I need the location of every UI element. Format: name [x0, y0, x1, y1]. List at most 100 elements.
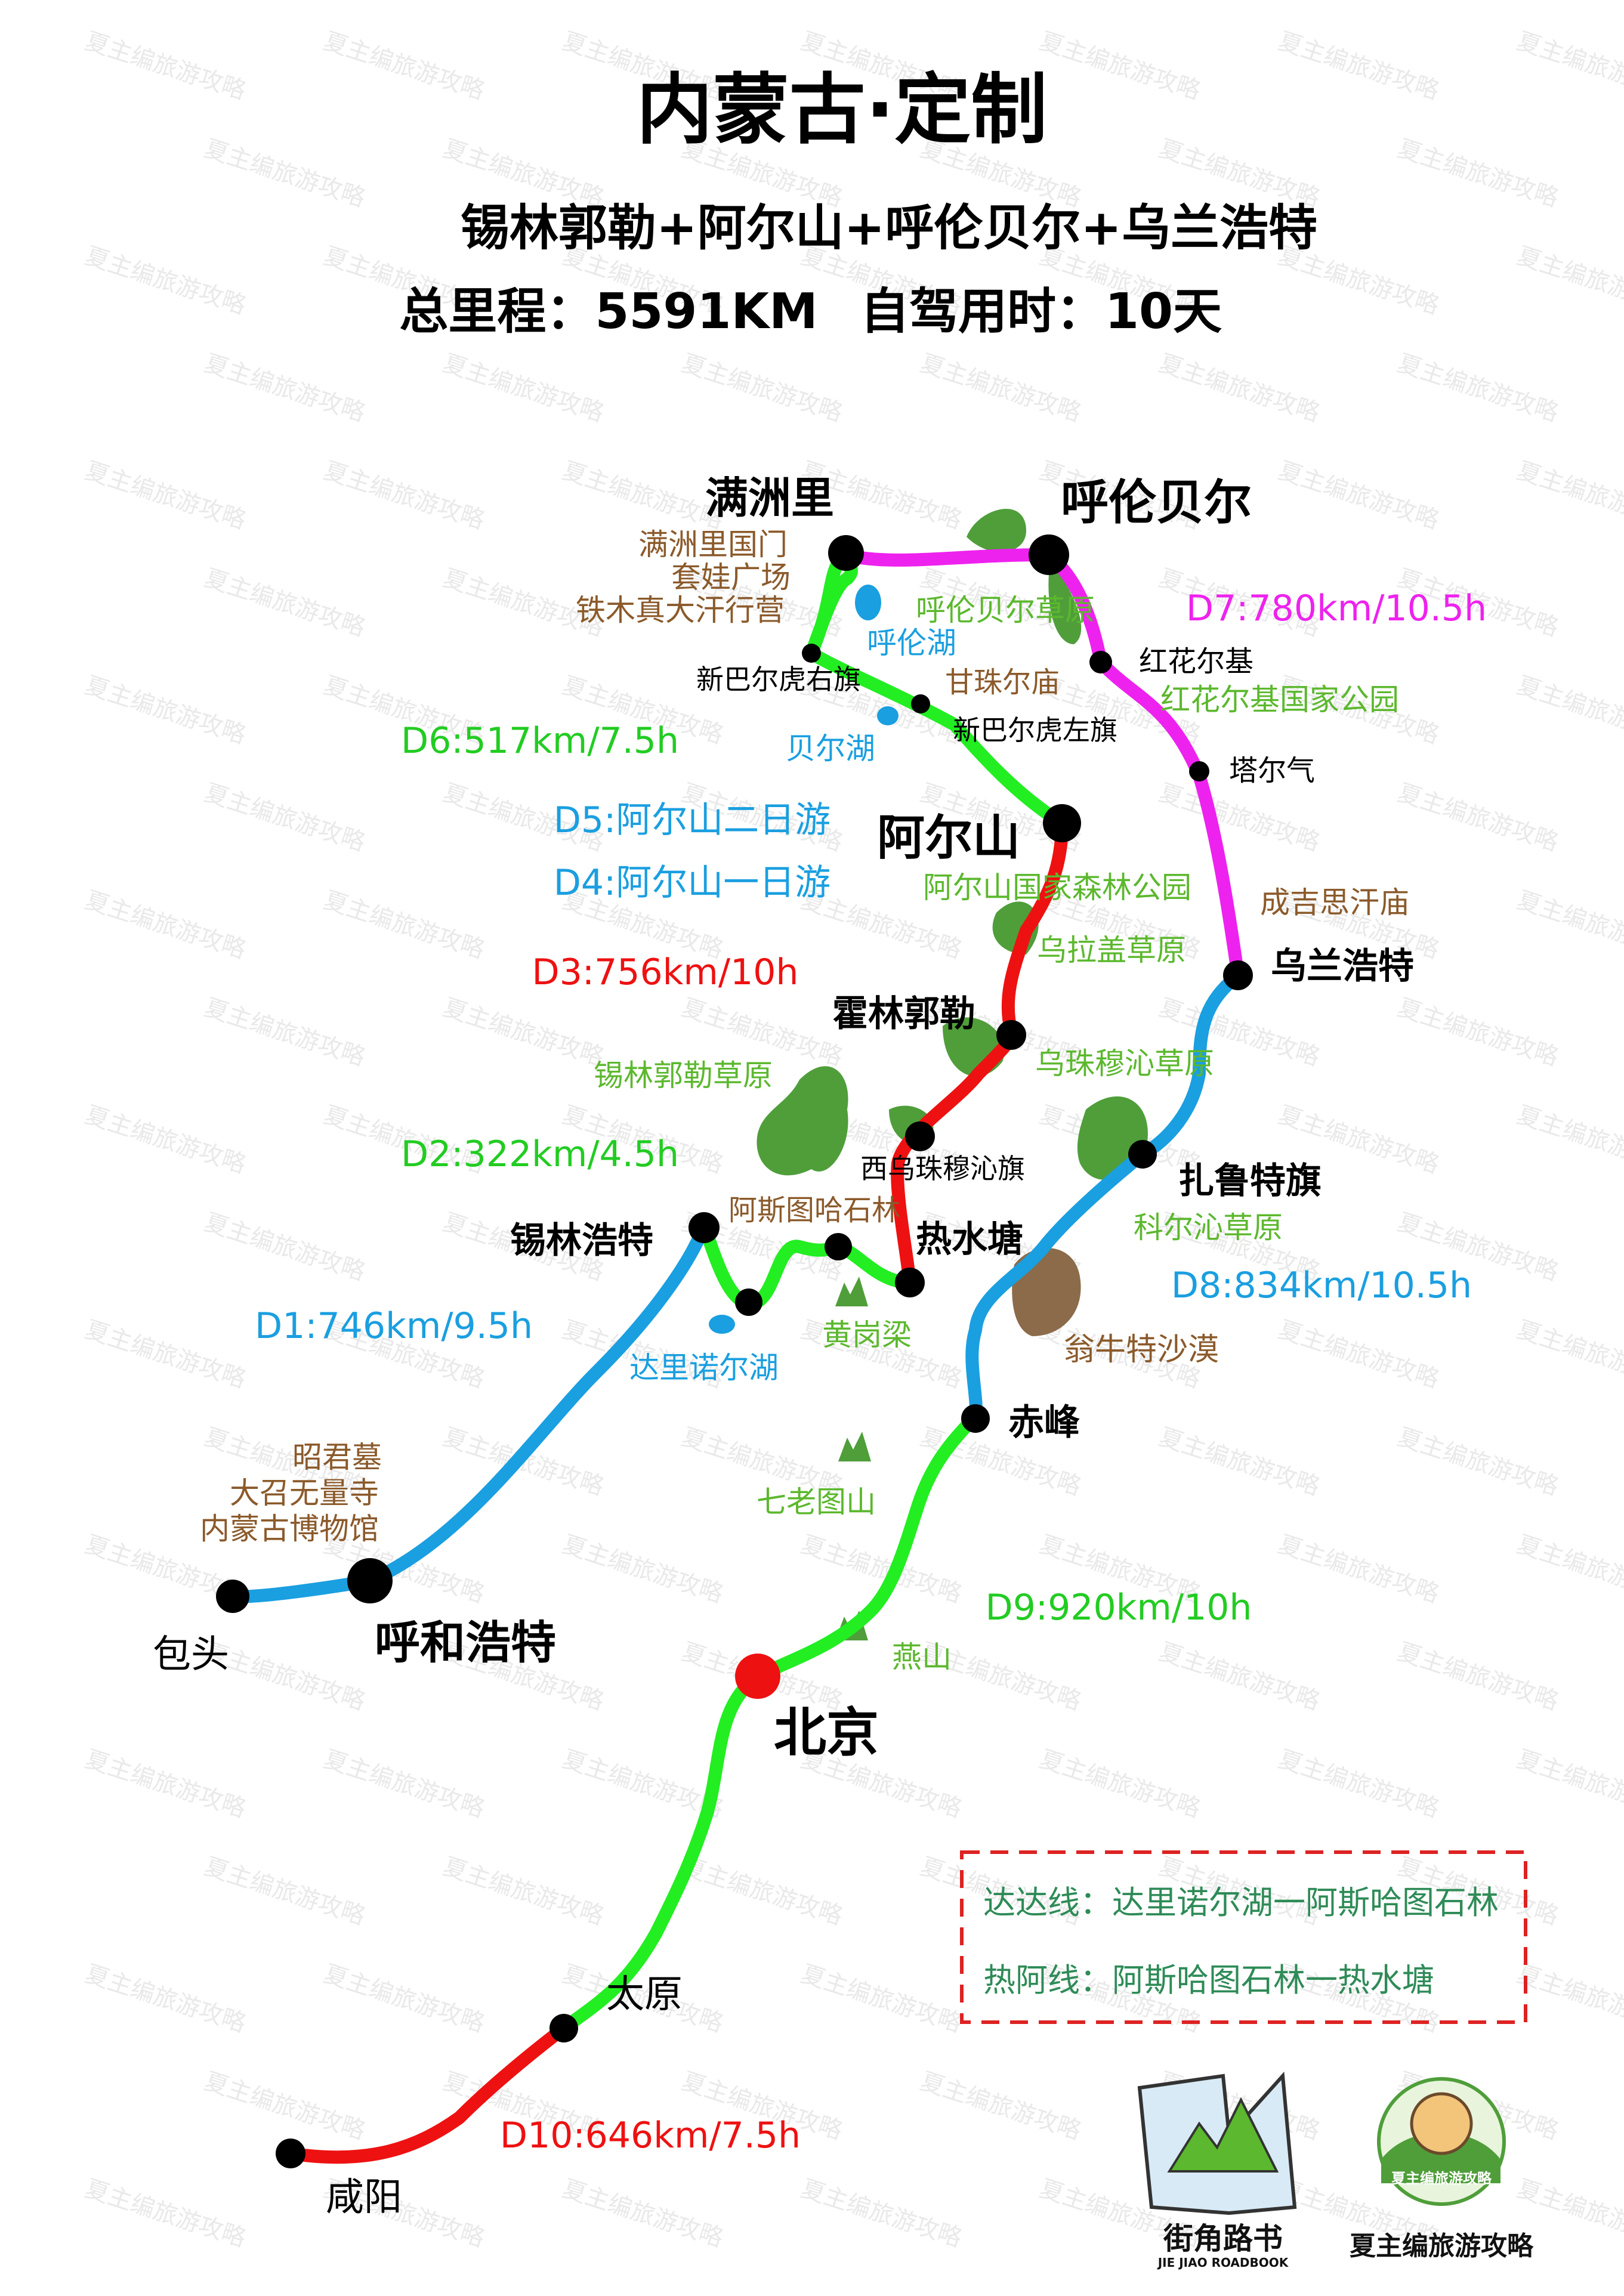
manzhouli-attraction-3: 铁木真大汗行营 [576, 593, 785, 628]
xiwuzhumuqin-dot [905, 1121, 935, 1151]
holingol-label: 霍林郭勒 [832, 993, 975, 1035]
day10-label: D10:646km/7.5h [500, 2115, 801, 2156]
xiwuzhumuqin-label: 西乌珠穆沁旗 [860, 1152, 1025, 1185]
dalinor-lake-shape [709, 1315, 735, 1334]
watermark-text: 夏主编旅游攻略 [82, 1960, 249, 2038]
arxan-forest-label: 阿尔山国家森林公园 [923, 870, 1191, 905]
brand-caption: 夏主编旅游攻略 [1350, 2231, 1534, 2261]
map-title: 内蒙古·定制 [637, 66, 1048, 154]
watermark-text: 夏主编旅游攻略 [1275, 1316, 1443, 1393]
lakes [709, 585, 899, 1334]
watermark-text: 夏主编旅游攻略 [440, 350, 607, 427]
route-subtitle: 锡林郭勒+阿尔山+呼伦贝尔+乌兰浩特 [461, 200, 1317, 257]
watermark-text: 夏主编旅游攻略 [1156, 779, 1323, 857]
day9-label: D9:920km/10h [986, 1587, 1252, 1628]
watermark-text: 夏主编旅游攻略 [1275, 27, 1443, 105]
watermark-text: 夏主编旅游攻略 [320, 457, 488, 534]
route-d8 [965, 969, 1245, 1423]
xianyang-label: 咸阳 [326, 2176, 402, 2220]
hulunbuir-label: 呼伦贝尔 [1061, 475, 1252, 530]
hohhot-attraction-1: 昭君墓 [292, 1440, 382, 1475]
genghis-temple-label: 成吉思汗庙 [1260, 885, 1409, 920]
wulagai-label: 乌拉盖草原 [1037, 933, 1186, 968]
route-d10 [284, 2022, 570, 2164]
watermark-text: 夏主编旅游攻略 [1036, 27, 1204, 105]
watermark-text: 夏主编旅游攻略 [798, 1960, 965, 2038]
watermark-text: 夏主编旅游攻略 [320, 1960, 488, 2038]
xinbaerhu-right-label: 新巴尔虎右旗 [696, 663, 861, 696]
patch-xilingol [757, 1066, 848, 1176]
hongqianji-dot [1089, 651, 1112, 673]
watermark-text: 夏主编旅游攻略 [201, 350, 369, 427]
watermark-text: 夏主编旅游攻略 [559, 1531, 727, 1608]
legend-border [960, 1850, 1527, 2024]
roadbook-book-icon [1137, 2071, 1297, 2215]
roadbook-logo: 街角路书 JIE JIAO ROADBOOK [1137, 2071, 1297, 2270]
watermark-text: 夏主编旅游攻略 [678, 350, 846, 427]
watermark-text: 夏主编旅游攻略 [82, 2175, 249, 2252]
watermark-text: 夏主编旅游攻略 [559, 457, 727, 534]
brand-hill-shape [1381, 2133, 1500, 2183]
watermark-text: 夏主编旅游攻略 [1514, 886, 1624, 964]
jarud-dot [1128, 1140, 1157, 1169]
watermark-text: 夏主编旅游攻略 [82, 27, 249, 105]
arxan-dot [1043, 804, 1081, 842]
watermark-text: 夏主编旅游攻略 [201, 135, 369, 212]
watermark-text: 夏主编旅游攻略 [82, 1101, 249, 1179]
watermark-text: 夏主编旅游攻略 [1514, 457, 1624, 534]
taiyuan-dot [549, 2014, 578, 2042]
tarqi-dot [1189, 761, 1209, 781]
horqin-label: 科尔沁草原 [1134, 1210, 1283, 1245]
ganzhuer-label: 甘珠尔庙 [945, 666, 1060, 699]
routes [226, 548, 1245, 2164]
brand-badge-text: 夏主编旅游攻略 [1391, 2170, 1492, 2187]
watermark-text: 夏主编旅游攻略 [1275, 1531, 1443, 1608]
manzhouli-label: 满洲里 [705, 473, 834, 523]
attraction-labels: 满洲里国门 套娃广场 铁木真大汗行营 昭君墓 大召无量寺 内蒙古博物馆 甘珠尔庙… [200, 527, 1409, 1546]
roadbook-name: 街角路书 [1163, 2221, 1283, 2256]
hohhot-dot [347, 1558, 393, 1603]
arxan-label: 阿尔山 [877, 810, 1020, 866]
day-labels: D1:746km/9.5h D2:322km/4.5h D3:756km/10h… [255, 588, 1487, 2156]
day6-label: D6:517km/7.5h [401, 720, 679, 762]
watermark-text: 夏主编旅游攻略 [798, 2175, 965, 2252]
watermark-text: 夏主编旅游攻略 [201, 564, 369, 642]
watermark-text: 夏主编旅游攻略 [1394, 1638, 1562, 1716]
route-d6 [805, 548, 1069, 830]
xilinhot-label: 锡林浩特 [510, 1220, 653, 1262]
watermark-text: 夏主编旅游攻略 [1394, 135, 1562, 212]
day3-label: D3:756km/10h [532, 951, 799, 993]
watermark-text: 夏主编旅游攻略 [201, 779, 369, 857]
watermark-text: 夏主编旅游攻略 [201, 1853, 369, 1930]
watermark-text: 夏主编旅游攻略 [201, 994, 369, 1071]
reshuitang-label: 热水塘 [916, 1219, 1023, 1260]
chifeng-label: 赤峰 [1008, 1402, 1080, 1444]
hohhot-attraction-3: 内蒙古博物馆 [200, 1512, 379, 1546]
qilaotu-label: 七老图山 [757, 1485, 876, 1519]
huanggangliang-label: 黄岗梁 [822, 1318, 912, 1352]
roadbook-subtitle: JIE JIAO ROADBOOK [1157, 2255, 1289, 2270]
manzhouli-dot [828, 535, 864, 571]
watermark-text: 夏主编旅游攻略 [320, 1745, 488, 1823]
watermark-text: 夏主编旅游攻略 [1514, 1101, 1624, 1179]
watermark-text: 夏主编旅游攻略 [440, 994, 607, 1071]
watermark-text: 夏主编旅游攻略 [440, 1853, 607, 1930]
manzhouli-attraction-1: 满洲里国门 [638, 527, 788, 562]
watermark-text: 夏主编旅游攻略 [1156, 1423, 1323, 1501]
lake-labels: 呼伦湖 贝尔湖 达里诺尔湖 [629, 626, 956, 1385]
watermark-text: 夏主编旅游攻略 [201, 1209, 369, 1286]
wuzhumuqin-label: 乌珠穆沁草原 [1035, 1046, 1214, 1081]
day4-label: D4:阿尔山一日游 [554, 862, 831, 904]
ashatu-dot [825, 1233, 852, 1260]
baotou-dot [216, 1580, 249, 1613]
wengniute-label: 翁牛特沙漠 [1064, 1332, 1219, 1368]
total-drive-time: 自驾用时：10天 [860, 283, 1222, 340]
watermark-text: 夏主编旅游攻略 [917, 2068, 1085, 2145]
chifeng-dot [961, 1404, 990, 1433]
hulunbuir-grassland-label: 呼伦贝尔草原 [916, 593, 1095, 628]
grassland-labels: 呼伦贝尔草原 红花尔基国家公园 阿尔山国家森林公园 乌拉盖草原 乌珠穆沁草原 锡… [594, 593, 1399, 1674]
watermark-text: 夏主编旅游攻略 [1394, 779, 1562, 857]
xilinhot-dot [688, 1212, 720, 1243]
legend-box: 达达线：达里诺尔湖一阿斯哈图石林 热阿线：阿斯哈图石林一热水塘 [960, 1850, 1527, 2024]
watermark-text: 夏主编旅游攻略 [1156, 350, 1323, 427]
